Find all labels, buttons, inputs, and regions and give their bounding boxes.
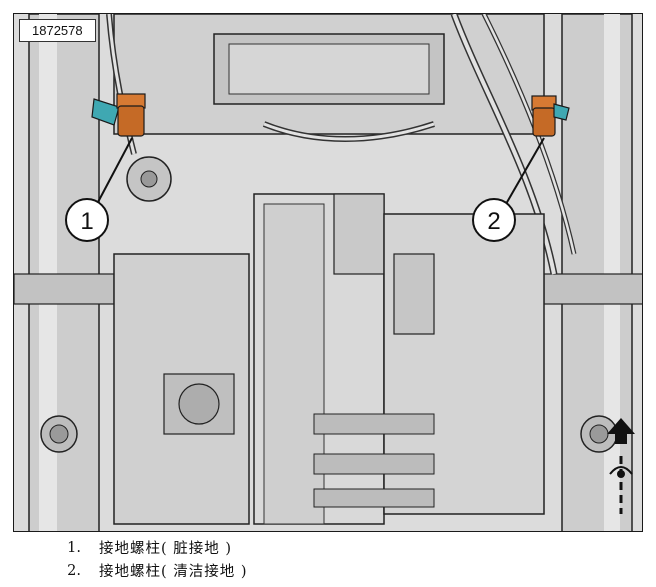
leader-line-1 (96, 137, 133, 205)
legend-item: 2. 接地螺柱( 清洁接地 ) (13, 559, 643, 582)
callout-1: 1 (65, 198, 109, 242)
front-direction-arrow-icon (607, 418, 635, 514)
legend-item-number: 2. (67, 562, 81, 579)
callout-2-label: 2 (487, 208, 500, 235)
callout-2: 2 (472, 198, 516, 242)
right-frame-tube (561, 14, 633, 531)
legend: 1. 接地螺柱( 脏接地 ) 2. 接地螺柱( 清洁接地 ) (13, 536, 643, 582)
legend-item-number: 1. (67, 539, 81, 556)
leader-line-2 (505, 137, 545, 205)
ground-stud-1 (91, 93, 146, 137)
callout-1-label: 1 (80, 208, 93, 235)
legend-item-text: 接地螺柱( 脏接地 ) (99, 541, 233, 557)
motorcycle-frame-drawing: 1 2 (14, 14, 642, 531)
technical-illustration: 1 2 1872578 (13, 13, 643, 532)
legend-item-text: 接地螺柱( 清洁接地 ) (99, 564, 248, 580)
legend-item: 1. 接地螺柱( 脏接地 ) (13, 536, 643, 559)
figure-id-label: 1872578 (19, 19, 96, 42)
ground-stud-2 (531, 95, 570, 137)
